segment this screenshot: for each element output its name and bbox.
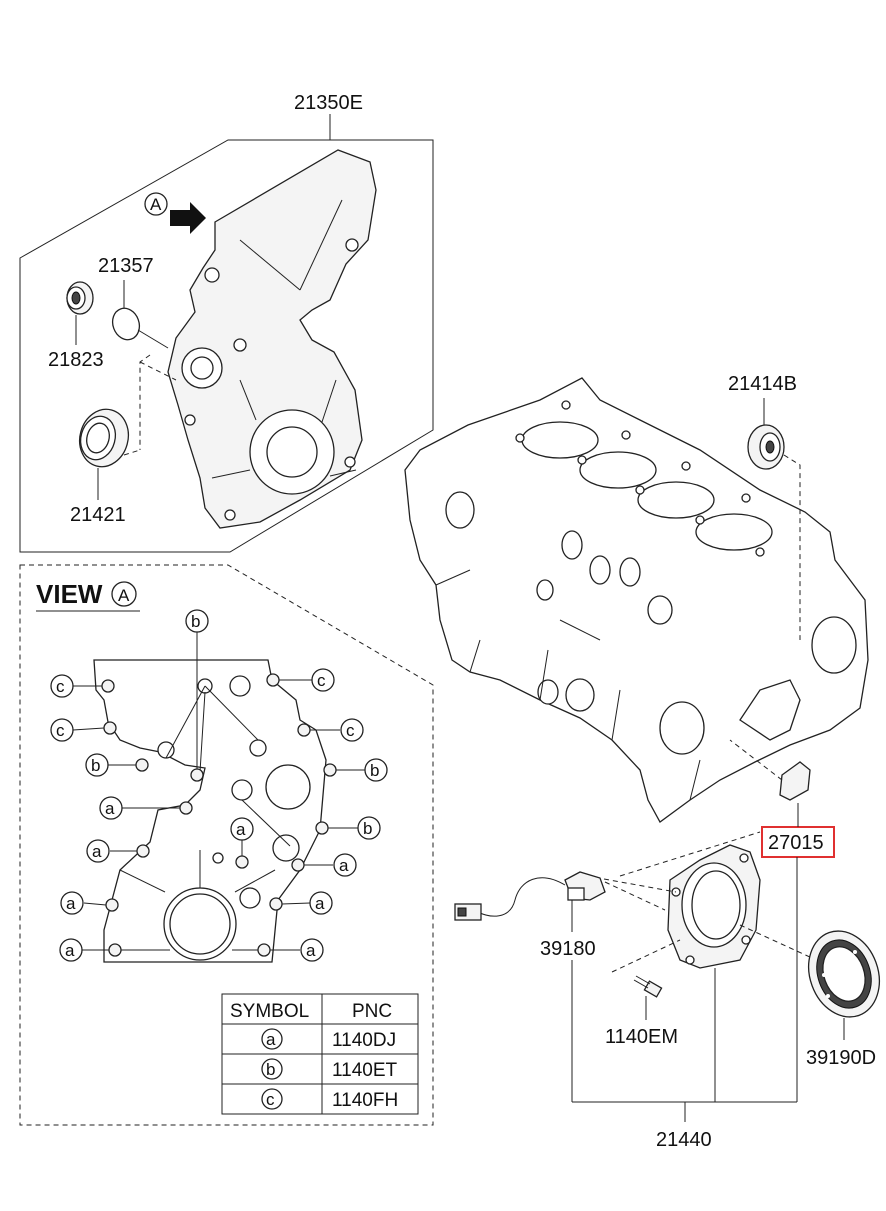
svg-text:a: a — [66, 894, 76, 913]
callout-c-4[interactable]: c — [340, 718, 364, 742]
svg-text:c: c — [56, 677, 65, 696]
callout-a-7[interactable]: a — [59, 938, 83, 962]
label-21823[interactable]: 21823 — [48, 349, 104, 371]
callout-a-4[interactable]: a — [333, 853, 357, 877]
callout-a-3[interactable]: a — [86, 839, 110, 863]
assembly-bracket-21440 — [571, 857, 798, 1122]
view-a-cover-outline — [93, 659, 327, 963]
label-21421[interactable]: 21421 — [70, 504, 126, 526]
table-row-pnc: 1140FH — [332, 1090, 398, 1111]
view-a-leaders — [72, 632, 365, 951]
small-seal-part[interactable] — [66, 281, 94, 315]
svg-text:c: c — [56, 721, 65, 740]
label-39180[interactable]: 39180 — [540, 938, 596, 960]
cover-assembly-group: 21350E A 21357 — [19, 92, 434, 553]
label-21440[interactable]: 21440 — [656, 1129, 712, 1151]
label-27015[interactable]: 27015 — [768, 832, 824, 854]
svg-text:b: b — [363, 819, 372, 838]
callout-b-4[interactable]: b — [357, 816, 381, 840]
svg-text:b: b — [370, 761, 379, 780]
callout-b-1[interactable]: b — [185, 609, 209, 633]
callout-c-3[interactable]: c — [50, 718, 74, 742]
callout-c-1[interactable]: c — [50, 674, 74, 698]
label-39190D[interactable]: 39190D — [806, 1047, 876, 1069]
svg-text:a: a — [92, 842, 102, 861]
callout-a-6[interactable]: a — [309, 891, 333, 915]
bolt-part[interactable] — [633, 975, 663, 998]
label-21350E[interactable]: 21350E — [294, 92, 363, 114]
engine-block-part[interactable] — [404, 377, 869, 823]
view-a-panel: VIEW A — [19, 564, 434, 1126]
large-seal-part[interactable] — [73, 404, 134, 472]
svg-text:b: b — [91, 756, 100, 775]
marker-a-circle — [144, 192, 168, 216]
table-row-pnc: 1140DJ — [332, 1030, 396, 1051]
callout-a-5[interactable]: a — [60, 891, 84, 915]
view-a-frame — [19, 564, 434, 1126]
bearing-shell-part[interactable] — [779, 761, 811, 801]
svg-text:c: c — [346, 721, 355, 740]
label-21414B[interactable]: 21414B — [728, 373, 797, 395]
view-title: VIEW — [36, 579, 103, 609]
callout-a-8[interactable]: a — [300, 938, 324, 962]
svg-text:a: a — [236, 820, 246, 839]
svg-text:b: b — [191, 612, 200, 631]
svg-text:a: a — [306, 941, 316, 960]
target-wheel-part[interactable] — [797, 921, 886, 1027]
table-header-symbol: SYMBOL — [230, 1001, 309, 1022]
oring-part[interactable] — [108, 305, 143, 344]
rear-seal-housing-part[interactable] — [667, 844, 761, 969]
view-marker-letter: A — [118, 586, 130, 605]
timing-cover-part[interactable] — [167, 149, 377, 529]
table-row-symbol: c — [266, 1090, 275, 1109]
svg-text:a: a — [105, 799, 115, 818]
callout-a-1[interactable]: a — [99, 796, 123, 820]
label-21357[interactable]: 21357 — [98, 255, 154, 277]
pin-part[interactable] — [747, 424, 785, 470]
callout-a-2[interactable]: a — [230, 817, 254, 841]
table-row-pnc: 1140ET — [332, 1060, 398, 1081]
table-header-pnc: PNC — [352, 1001, 392, 1022]
callout-b-2[interactable]: b — [85, 753, 109, 777]
table-row-symbol: a — [266, 1030, 276, 1049]
svg-text:c: c — [317, 671, 326, 690]
table-row-symbol: b — [266, 1060, 275, 1079]
symbol-pnc-table: SYMBOL PNC a 1140DJ b 1140ET c 1140FH — [221, 993, 419, 1115]
view-marker-circle — [111, 581, 137, 607]
sensor-part[interactable] — [454, 871, 606, 921]
view-direction-arrow — [170, 202, 206, 234]
marker-a-letter: A — [150, 195, 162, 214]
svg-text:a: a — [339, 856, 349, 875]
svg-text:a: a — [315, 894, 325, 913]
callout-b-3[interactable]: b — [364, 758, 388, 782]
svg-text:a: a — [65, 941, 75, 960]
cover-assembly-frame — [19, 139, 434, 553]
label-1140EM[interactable]: 1140EM — [605, 1026, 678, 1048]
callout-c-2[interactable]: c — [311, 668, 335, 692]
